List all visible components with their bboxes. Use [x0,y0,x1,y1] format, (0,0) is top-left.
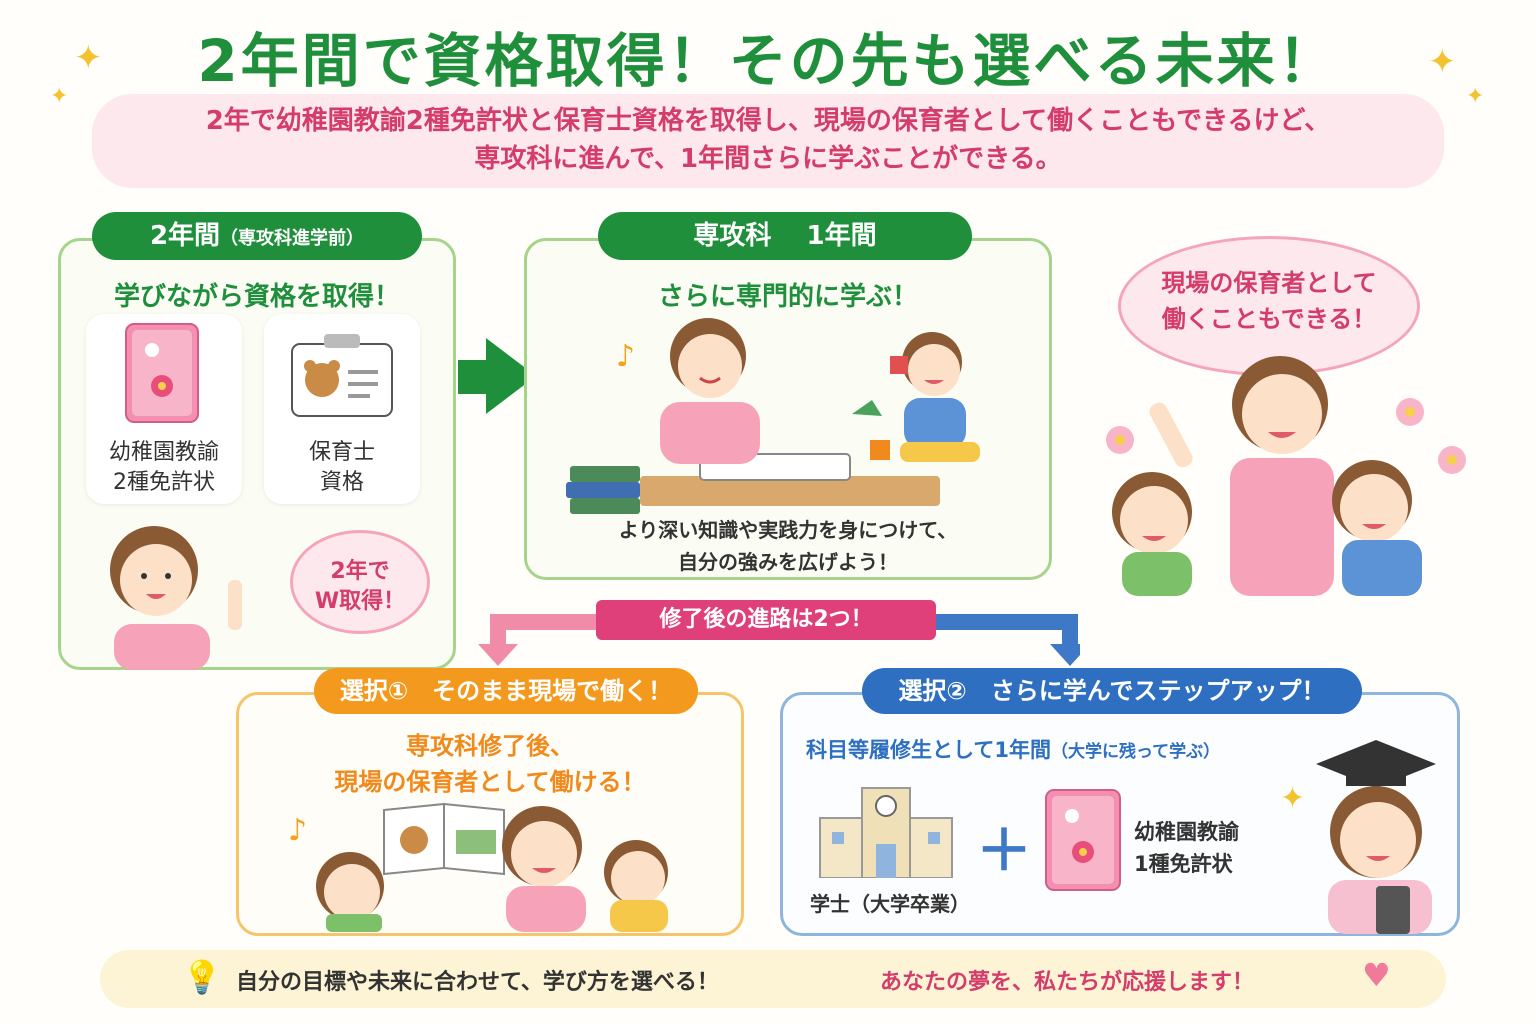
id-badge-icon [291,334,393,417]
license-1-line-2: 1種免許状 [1134,852,1233,876]
lightbulb-icon: 💡 [182,958,222,996]
svg-text:✦: ✦ [1280,781,1305,816]
bubble-line-1: 2年で [330,559,390,584]
license-book-icon [1045,789,1121,891]
two-year-heading: 学びながら資格を取得！ [113,282,400,312]
w-acquire-bubble: 2年で W取得！ [290,530,430,634]
footer-banner [100,950,1446,1008]
svg-text:♪: ♪ [616,339,635,374]
nursery-label-2: 資格 [319,470,364,495]
graduate-illustration: ✦ [1280,740,1436,934]
license-label-2: 2種免許状 [113,470,215,495]
option-2-heading-main: 科目等履修生として1年間 [806,738,1051,762]
sparkle-icon: ✦ [50,84,69,109]
option-2-tab: 選択② さらに学んでステップアップ！ [862,668,1362,714]
option-1-tab: 選択① そのまま現場で働く！ [314,668,698,714]
desc-line-2: 自分の強みを広げよう！ [678,550,898,574]
license-label-1: 幼稚園教諭 [108,440,219,465]
sparkle-icon: ✦ [74,38,103,78]
arrow-shaft [458,360,488,394]
route-arrows [478,614,1080,666]
bachelor-label: 学士（大学卒業） [810,892,970,916]
option-1-heading: 専攻科修了後、 現場の保育者として働ける！ [236,728,744,800]
down-arrow-right-icon [1050,644,1080,666]
page-title: 2年間で資格取得！その先も選べる未来！ [197,27,1339,95]
option-2-heading: 科目等履修生として1年間（大学に残って学ぶ） [806,734,1326,764]
route-tag: 修了後の進路は2つ！ [596,600,936,640]
two-year-tab-sub: （専攻科進学前） [220,228,365,249]
bubble-line-2: W取得！ [314,589,406,614]
sparkle-icon: ✦ [1466,84,1485,109]
studying-teacher-illustration: ♪ [566,318,980,514]
option-1-line-2: 現場の保育者として働ける！ [334,768,646,796]
nursery-label-1: 保育士 [308,440,375,465]
svg-text:♪: ♪ [288,813,307,848]
teacher-with-children-illustration [1106,356,1466,596]
footer-left-text: 自分の目標や未来に合わせて、学び方を選べる！ [236,970,719,995]
option-2-heading-sub: （大学に残って学ぶ） [1050,742,1221,762]
footer-right-text: あなたの夢を、私たちが応援します！ [880,970,1255,995]
advanced-course-desc: より深い知識や実践力を身につけて、 自分の強みを広げよう！ [524,514,1052,578]
advanced-course-heading: さらに専門的に学ぶ！ [657,282,918,312]
license-card: 幼稚園教諭 2種免許状 [86,314,242,504]
university-building-icon [819,787,953,878]
work-bubble-line-1: 現場の保育者として [1161,269,1377,297]
two-year-tab-main: 2年間 [149,221,221,251]
two-year-tab: 2年間（専攻科進学前） [92,212,422,260]
teacher-pointing-illustration [110,526,242,670]
license-1-label: 幼稚園教諭 1種免許状 [1134,816,1239,880]
intro-line-1: 2年で幼稚園教諭2種免許状と保育士資格を取得し、現場の保育者として働くこともでき… [205,106,1331,136]
down-arrow-left-icon [478,644,518,666]
intro-line-2: 専攻科に進んで、1年間さらに学ぶことができる。 [474,144,1062,174]
heart-icon: ♥ [1362,956,1391,994]
plus-icon: ＋ [976,819,1032,884]
sparkle-icon: ✦ [1428,42,1457,82]
option-1-line-1: 専攻科修了後、 [406,732,574,760]
work-bubble: 現場の保育者として 働くこともできる！ [1118,236,1420,376]
license-book-icon [125,323,199,423]
advanced-course-tab: 専攻科 1年間 [598,212,972,260]
reading-picture-book-illustration: ♪ [288,802,668,932]
license-1-line-1: 幼稚園教諭 [1134,820,1239,844]
desc-line-1: より深い知識や実践力を身につけて、 [618,518,958,542]
intro-banner: 2年で幼稚園教諭2種免許状と保育士資格を取得し、現場の保育者として働くこともでき… [92,94,1444,188]
nursery-card: 保育士 資格 [264,314,420,504]
work-bubble-line-2: 働くこともできる！ [1161,305,1377,333]
